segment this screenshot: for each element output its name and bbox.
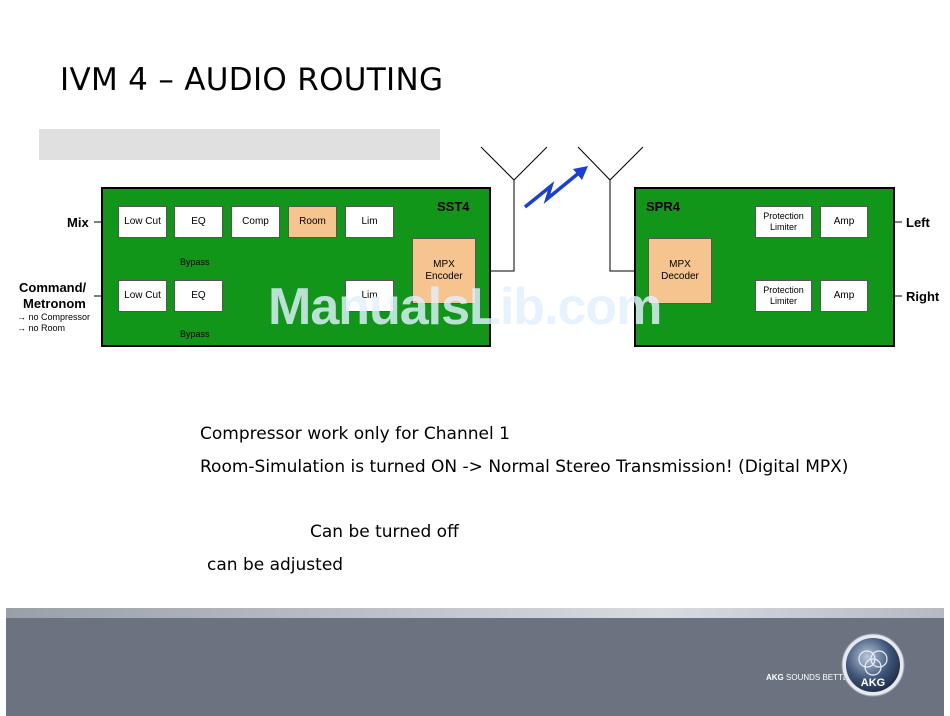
left-output-label: Left	[906, 215, 930, 230]
right-limiter-line2: Limiter	[769, 296, 797, 306]
command-input-label-2: Metronom	[23, 296, 86, 311]
receiver-name: SPR4	[646, 199, 680, 214]
note-room-simulation: Room-Simulation is turned ON -> Normal S…	[200, 457, 849, 477]
right-limiter-line1: Protection	[763, 285, 804, 295]
ch2-lowcut-block: Low Cut	[118, 280, 167, 312]
note-turned-off: Can be turned off	[310, 522, 459, 542]
ch1-room-block: Room	[288, 206, 337, 238]
slogan-brand: AKG	[766, 673, 784, 682]
ch2-eq-block: EQ	[174, 280, 223, 312]
slide-title: IVM 4 – AUDIO ROUTING	[60, 62, 444, 98]
command-input-label-1: Command/	[19, 280, 87, 295]
left-amp-block: Amp	[820, 206, 868, 238]
footer-strip	[6, 608, 944, 618]
encoder-line1: MPX	[433, 259, 455, 270]
ch2-bypass-label: Bypass	[180, 329, 210, 339]
right-protection-limiter-block: Protection Limiter	[755, 280, 812, 312]
left-limiter-line1: Protection	[763, 211, 804, 221]
footer-bar	[6, 618, 944, 716]
gray-band	[39, 129, 440, 160]
ch1-eq-block: EQ	[174, 206, 223, 238]
note-adjusted: can be adjusted	[207, 555, 344, 575]
right-output-label: Right	[906, 289, 940, 304]
footer-slogan: AKG SOUNDS BETTER	[766, 673, 854, 682]
ch1-lim-block: Lim	[345, 206, 394, 238]
encoder-line2: Encoder	[425, 271, 463, 282]
mpx-encoder-block: MPX Encoder	[412, 238, 476, 304]
ch1-bypass-label: Bypass	[180, 257, 210, 267]
watermark: ManualsLib.com	[268, 278, 662, 336]
note-compressor: Compressor work only for Channel 1	[200, 424, 510, 444]
mix-input-label: Mix	[67, 215, 89, 230]
logo-text: AKG	[861, 677, 885, 689]
no-compressor-note: → no Compressor	[17, 312, 91, 322]
decoder-line1: MPX	[669, 259, 691, 270]
left-limiter-line2: Limiter	[769, 222, 797, 232]
ch1-lowcut-block: Low Cut	[118, 206, 167, 238]
no-room-note: → no Room	[17, 323, 66, 333]
ch1-comp-block: Comp	[231, 206, 280, 238]
akg-logo-icon: AKG	[841, 633, 905, 697]
ch2-lim-block: Lim	[345, 280, 394, 312]
slogan-text: SOUNDS BETTER	[783, 673, 855, 682]
left-protection-limiter-block: Protection Limiter	[755, 206, 812, 238]
decoder-line2: Decoder	[661, 271, 699, 282]
mpx-decoder-block: MPX Decoder	[648, 238, 712, 304]
transmitter-name: SST4	[437, 199, 470, 214]
right-amp-block: Amp	[820, 280, 868, 312]
